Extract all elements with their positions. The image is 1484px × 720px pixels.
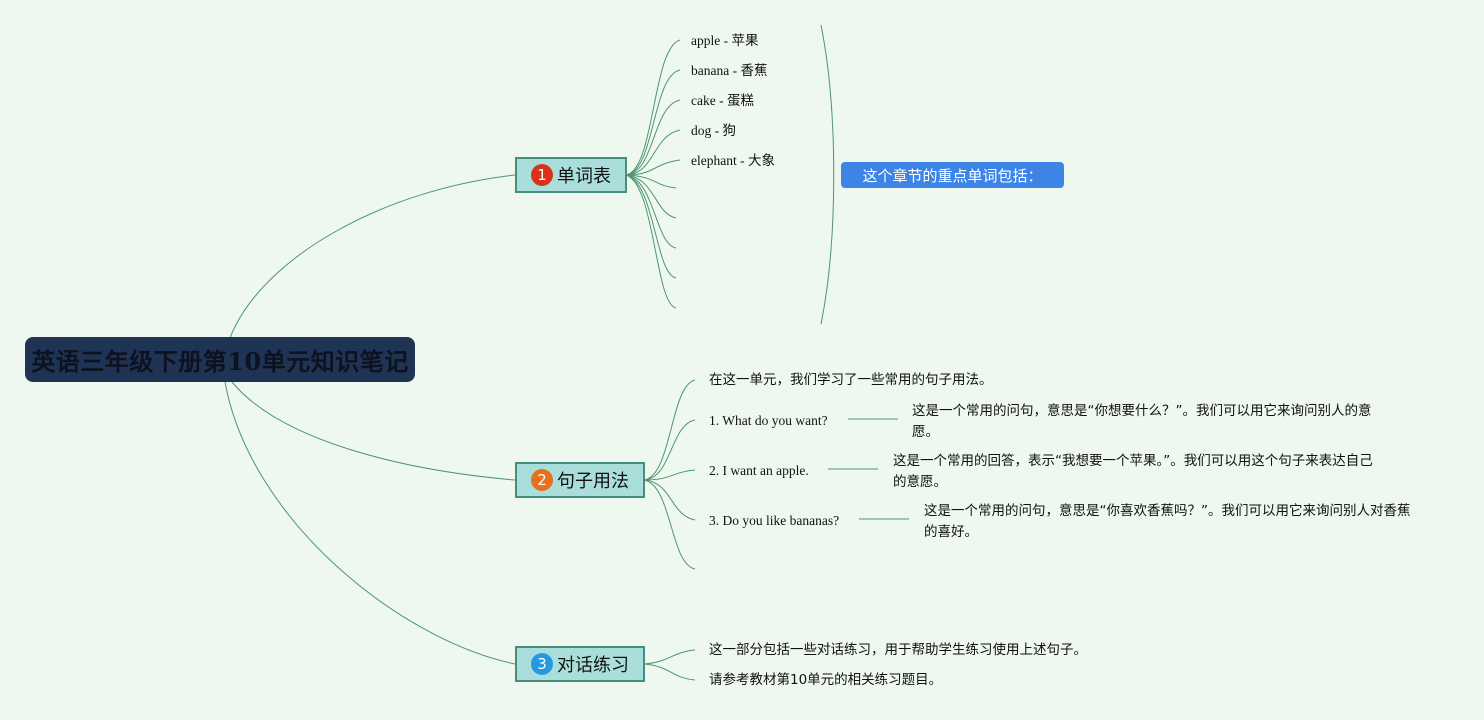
practice-item[interactable]: 请参考教材第10单元的相关练习题目。 xyxy=(709,672,943,688)
sentence-item[interactable]: 3. Do you like bananas? xyxy=(709,513,840,528)
word-item[interactable]: banana - 香蕉 xyxy=(691,63,768,79)
number-badge-2: 2 xyxy=(531,469,553,491)
word-item[interactable]: cake - 蛋糕 xyxy=(691,93,754,109)
root-title: 英语三年级下册第10单元知识笔记 xyxy=(31,347,409,376)
sentence-note[interactable]: 这是一个常用的回答，表示“我想要一个苹果。”。我们可以用这个句子来表达自己的意愿… xyxy=(893,453,1373,490)
sentence-note[interactable]: 这是一个常用的问句，意思是“你想要什么？”。我们可以用它来询问别人的意愿。 xyxy=(912,403,1372,440)
branch-dialogue-practice[interactable]: 3 对话练习 xyxy=(515,646,645,682)
sentence-item[interactable]: 2. I want an apple. xyxy=(709,463,809,478)
branch-sentence-usage[interactable]: 2 句子用法 xyxy=(515,462,645,498)
word-item[interactable]: dog - 狗 xyxy=(691,123,736,139)
root-topic[interactable]: 英语三年级下册第10单元知识笔记 xyxy=(25,337,415,382)
sentence-note[interactable]: 这是一个常用的问句，意思是“你喜欢香蕉吗？”。我们可以用它来询问别人对香蕉的喜好… xyxy=(924,503,1411,540)
sentence-intro[interactable]: 在这一单元，我们学习了一些常用的句子用法。 xyxy=(709,372,993,388)
word-item[interactable]: apple - 苹果 xyxy=(691,33,759,49)
branch-label: 单词表 xyxy=(557,166,611,187)
summary-label[interactable]: 这个章节的重点单词包括： xyxy=(841,162,1064,188)
branch-label: 句子用法 xyxy=(557,471,629,492)
word-item[interactable]: elephant - 大象 xyxy=(691,153,775,169)
practice-item[interactable]: 这一部分包括一些对话练习，用于帮助学生练习使用上述句子。 xyxy=(709,642,1087,658)
number-badge-3: 3 xyxy=(531,653,553,675)
branch-label: 对话练习 xyxy=(557,655,629,676)
number-badge-1: 1 xyxy=(531,164,553,186)
branch-vocabulary[interactable]: 1 单词表 xyxy=(515,157,627,193)
sentence-item[interactable]: 1. What do you want? xyxy=(709,413,828,428)
